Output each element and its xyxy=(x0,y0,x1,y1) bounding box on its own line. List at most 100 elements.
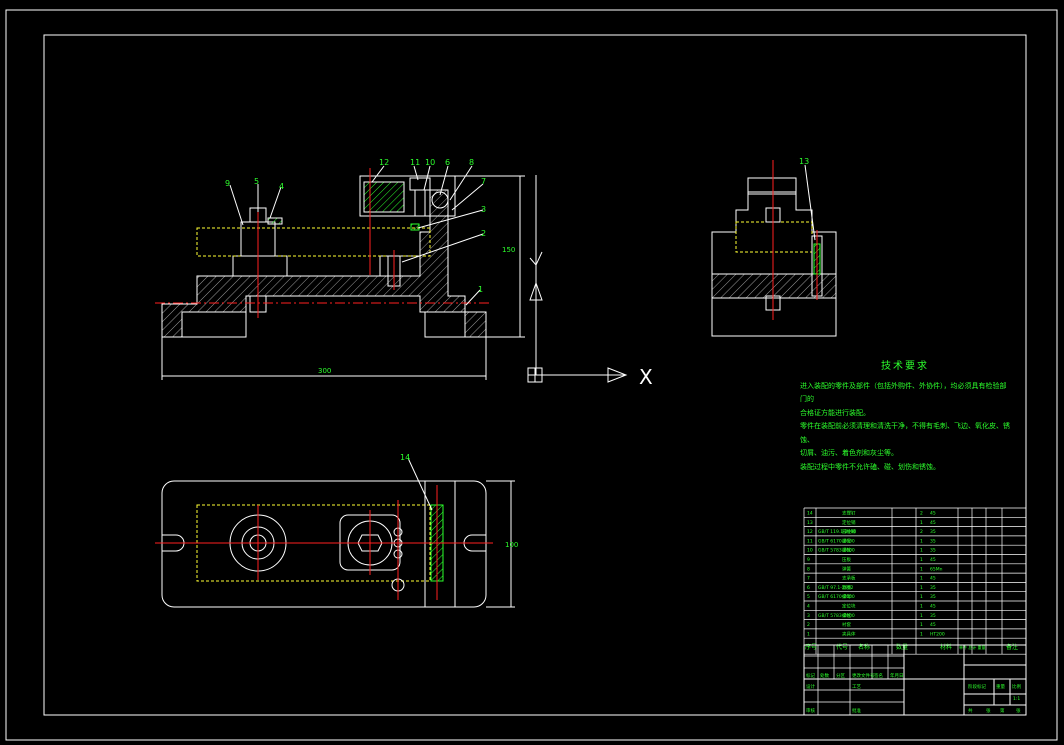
title-label: 年月日 xyxy=(890,672,904,679)
bom-cell-material: 35 xyxy=(930,613,936,619)
bom-cell-name: 螺母 xyxy=(842,537,851,544)
drawing-frame xyxy=(43,34,1027,716)
tech-line: 进入装配的零件及部件（包括外购件、外协件），均必须具有检验部门的 xyxy=(800,381,1007,404)
balloon-top: 14 xyxy=(400,453,410,462)
axis-x-label: X xyxy=(639,365,653,389)
title-label: 工艺 xyxy=(852,684,861,690)
bom-cell-qty: 1 xyxy=(920,576,923,582)
title-label: 审核 xyxy=(806,707,815,714)
tech-line: 零件在装配前必须清理和清洗干净，不得有毛刺、飞边、氧化皮、锈蚀、 xyxy=(800,422,1010,444)
bom-cell-no: 11 xyxy=(807,538,813,544)
bom-cell-material: 35 xyxy=(930,548,936,554)
bom-cell-material: 65Mn xyxy=(930,566,943,572)
pressure-block xyxy=(359,175,456,217)
dim-height: 150 xyxy=(502,246,515,254)
bom-cell-no: 4 xyxy=(807,604,810,610)
bom-cell-name: 支承板 xyxy=(842,575,856,582)
bom-header-no: 序号 xyxy=(805,643,817,651)
bom-header-name: 名称 xyxy=(858,643,870,651)
bom-cell-name: 夹具体 xyxy=(842,630,856,637)
bom-cell-code: GB/T 5783-2000 xyxy=(818,613,855,619)
bom-cell-name: 垫圈 xyxy=(842,584,851,591)
bom-cell-code: GB/T 5783-2000 xyxy=(818,548,855,554)
title-label: 分区 xyxy=(836,672,845,679)
title-label: 更改文件号 xyxy=(852,672,875,679)
tech-line: 切屑、油污、着色剂和灰尘等。 xyxy=(800,449,898,457)
bom-cell-qty: 2 xyxy=(920,529,923,535)
sheet-label: 共 xyxy=(968,707,973,714)
workpiece xyxy=(196,227,431,257)
bom-cell-no: 10 xyxy=(807,548,813,554)
bom-cell-name: 弹簧 xyxy=(842,565,851,572)
bom-cell-no: 5 xyxy=(807,594,810,600)
bom-cell-code: GB/T 97.1-2002 xyxy=(818,585,854,591)
bom-cell-material: 45 xyxy=(930,622,936,628)
bom-cell-qty: 1 xyxy=(920,557,923,563)
balloon-front: 11 xyxy=(410,158,420,167)
sheet-label: 张 xyxy=(1016,707,1021,714)
bom-cell-material: 45 xyxy=(930,520,936,526)
bom-cell-material: 35 xyxy=(930,538,936,544)
bom-cell-name: 定位块 xyxy=(842,603,856,610)
balloon-front: 12 xyxy=(379,158,389,167)
bom-cell-code: GB/T 6170-2000 xyxy=(818,538,855,544)
balloon-front: 1 xyxy=(478,285,483,294)
bom-cell-material: 35 xyxy=(930,529,936,535)
title-label: 设计 xyxy=(806,683,815,690)
bom-cell-name: 定位销 xyxy=(842,519,856,526)
bom-cell-qty: 1 xyxy=(920,613,923,619)
balloon-front: 8 xyxy=(469,158,474,167)
bom-cell-name: 螺栓 xyxy=(842,547,851,554)
bom-cell-qty: 1 xyxy=(920,538,923,544)
front-view: 9 5 4 12 11 10 6 8 7 3 2 1 300 150 xyxy=(155,158,653,389)
bom-cell-qty: 2 xyxy=(920,511,923,517)
bom-cell-qty: 1 xyxy=(920,566,923,572)
bom-cell-no: 6 xyxy=(807,585,810,591)
bom-cell-qty: 1 xyxy=(920,520,923,526)
title-block: 标记 处数 分区 更改文件号 签名 年月日 设计 工艺 审核 批准 阶段标记 重… xyxy=(803,644,1027,716)
bom-cell-qty: 1 xyxy=(920,548,923,554)
bom-cell-material: 45 xyxy=(930,604,936,610)
balloon-front: 10 xyxy=(425,158,435,167)
bom-cell-material: HT200 xyxy=(930,631,945,637)
scale-label: 比例 xyxy=(1012,683,1021,690)
bom-cell-code: GB/T 6170-2000 xyxy=(818,594,855,600)
tech-line: 合格证方能进行装配。 xyxy=(800,408,870,417)
stage-label: 阶段标记 xyxy=(968,683,986,690)
bom-cell-no: 8 xyxy=(807,566,810,572)
tech-title: 技术要求 xyxy=(881,361,929,372)
bom-cell-name: 螺母 xyxy=(842,593,851,600)
title-label: 批准 xyxy=(852,707,861,714)
bom-cell-qty: 1 xyxy=(920,631,923,637)
bom-cell-material: 45 xyxy=(930,511,936,517)
bom-cell-name: 支撑钉 xyxy=(842,510,856,517)
bom-cell-no: 7 xyxy=(807,576,810,582)
bom-cell-qty: 1 xyxy=(920,622,923,628)
balloon-front: 5 xyxy=(254,177,259,186)
bom-cell-no: 12 xyxy=(807,529,813,535)
balloon-front: 9 xyxy=(225,179,230,188)
bom-cell-material: 45 xyxy=(930,557,936,563)
technical-requirements: 技术要求 进入装配的零件及部件（包括外购件、外协件），均必须具有检验部门的 合格… xyxy=(800,360,1010,474)
bom-cell-material: 35 xyxy=(930,594,936,600)
balloon-front: 2 xyxy=(481,229,486,238)
title-label: 签名 xyxy=(874,672,883,679)
balloon-front: 4 xyxy=(279,182,284,191)
bom-cell-no: 9 xyxy=(807,557,810,563)
sheet-label: 张 xyxy=(986,707,991,714)
bom-cell-no: 2 xyxy=(807,622,810,628)
tech-line: 装配过程中零件不允许磕、碰、划伤和锈蚀。 xyxy=(800,462,940,471)
bom-cell-no: 3 xyxy=(807,613,810,619)
bom-cell-qty: 1 xyxy=(920,604,923,610)
bom-cell-code: GB/T 119.1-2000 xyxy=(818,529,856,535)
bom-cell-no: 13 xyxy=(807,520,813,526)
bom-cell-name: 衬套 xyxy=(842,621,851,628)
balloon-side: 13 xyxy=(799,157,809,166)
title-label: 处数 xyxy=(820,672,829,679)
bom-cell-name: 螺栓 xyxy=(842,612,851,619)
balloon-front: 3 xyxy=(481,205,486,214)
dim-overall-length: 300 xyxy=(318,367,331,375)
balloon-front: 6 xyxy=(445,158,450,167)
